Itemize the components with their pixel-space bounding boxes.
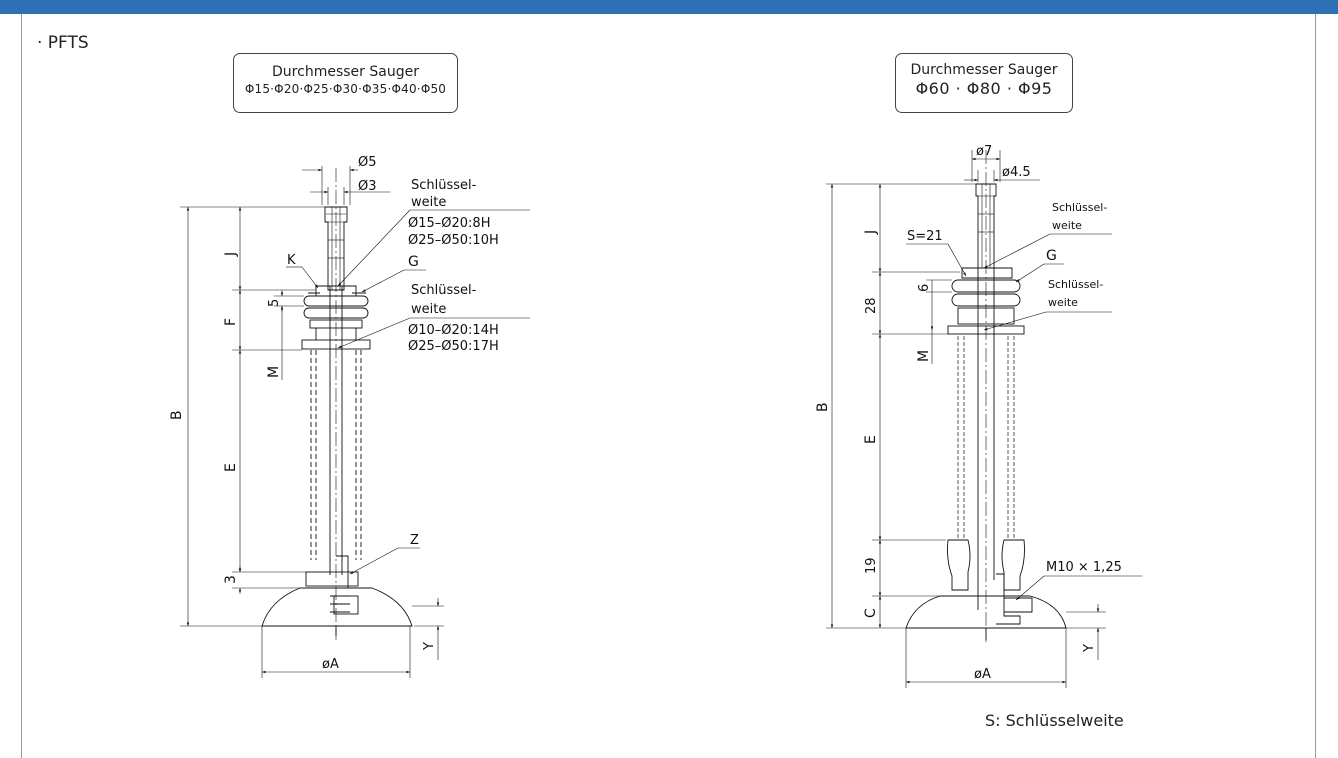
dim-label-5: 5 bbox=[267, 299, 282, 307]
note-top-l4: Ø25–Ø50:10H bbox=[408, 233, 499, 248]
diameter-box-heading: Durchmesser Sauger bbox=[910, 62, 1058, 78]
note-top-l2: weite bbox=[411, 195, 446, 210]
dim-label-19: 19 bbox=[864, 557, 879, 574]
dim-label: ø7 bbox=[976, 144, 992, 159]
note1-l2: weite bbox=[1052, 219, 1082, 232]
diameter-box-values: Φ60 · Φ80 · Φ95 bbox=[915, 79, 1053, 98]
dim-label-M: M bbox=[916, 350, 932, 362]
dim-label-G: G bbox=[408, 254, 419, 270]
note1-l1: Schlüssel- bbox=[1052, 201, 1107, 214]
dim-label-3: 3 bbox=[223, 575, 239, 584]
note-mid-l2: weite bbox=[411, 302, 446, 317]
header-bar bbox=[0, 0, 1338, 14]
note-top-l1: Schlüssel- bbox=[411, 178, 477, 193]
dim-label-Z: Z bbox=[410, 533, 419, 548]
dim-label-G: G bbox=[1046, 248, 1057, 264]
note2-l1: Schlüssel- bbox=[1048, 278, 1103, 291]
dim-label: Ø3 bbox=[358, 179, 377, 194]
diameter-box-values: Φ15·Φ20·Φ25·Φ30·Φ35·Φ40·Φ50 bbox=[244, 82, 447, 96]
left-drawing: Ø5 Ø3 B J F bbox=[169, 155, 530, 678]
content-frame bbox=[21, 14, 1316, 758]
dim-label-6: 6 bbox=[917, 284, 932, 292]
dim-label-J: J bbox=[863, 230, 879, 235]
dim-label-28: 28 bbox=[864, 297, 879, 314]
note-mid-l1: Schlüssel- bbox=[411, 283, 477, 298]
dim-label-A: øA bbox=[974, 667, 991, 682]
footnote: S: Schlüsselweite bbox=[985, 711, 1124, 730]
dim-label-C: C bbox=[863, 608, 879, 618]
dim-label-S21: S=21 bbox=[907, 229, 943, 244]
dim-label-B: B bbox=[815, 402, 831, 412]
right-drawing: ø7 ø4.5 B J bbox=[815, 144, 1142, 688]
dim-label-J: J bbox=[223, 252, 239, 257]
diameter-box-heading: Durchmesser Sauger bbox=[272, 64, 419, 80]
dim-label-K: K bbox=[287, 253, 296, 268]
page-title: · PFTS bbox=[37, 33, 89, 53]
dim-label: ø4.5 bbox=[1002, 165, 1031, 180]
dim-label: Ø5 bbox=[358, 155, 377, 170]
diameter-box-small: Durchmesser Sauger Φ15·Φ20·Φ25·Φ30·Φ35·Φ… bbox=[233, 53, 458, 113]
dim-label-Y: Y bbox=[422, 642, 437, 651]
dim-label-E: E bbox=[863, 435, 879, 444]
diameter-box-large: Durchmesser Sauger Φ60 · Φ80 · Φ95 bbox=[895, 53, 1073, 113]
dim-label-F: F bbox=[223, 318, 239, 326]
dim-label-B: B bbox=[169, 410, 185, 420]
dim-label-A: øA bbox=[322, 657, 339, 672]
dim-label-M: M bbox=[266, 366, 282, 378]
note-mid-l4: Ø25–Ø50:17H bbox=[408, 339, 499, 354]
note-top-l3: Ø15–Ø20:8H bbox=[408, 216, 490, 231]
note2-l2: weite bbox=[1048, 296, 1078, 309]
note-mid-l3: Ø10–Ø20:14H bbox=[408, 323, 499, 338]
dim-label-M10: M10 × 1,25 bbox=[1046, 560, 1122, 575]
dim-label-Y: Y bbox=[1082, 644, 1097, 653]
dim-label-E: E bbox=[223, 463, 239, 472]
